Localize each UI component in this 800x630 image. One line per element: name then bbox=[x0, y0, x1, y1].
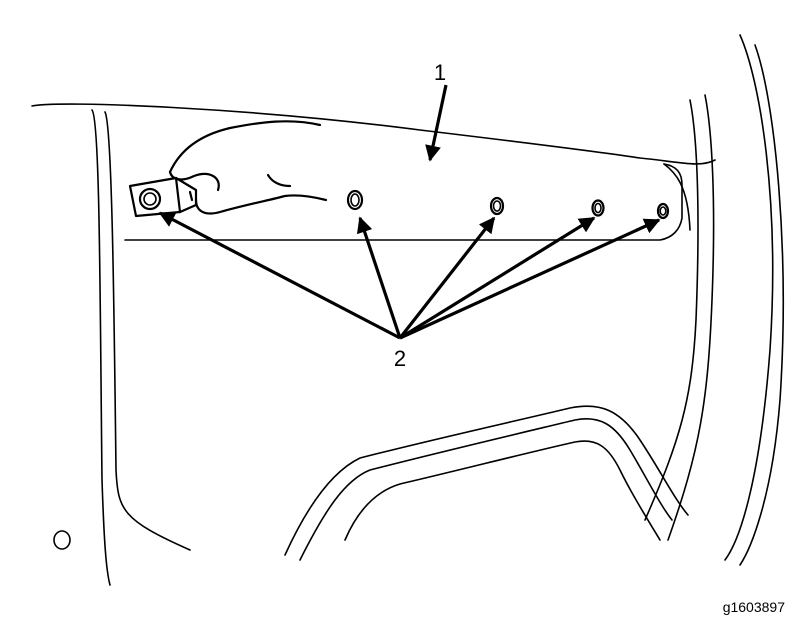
fastener-hole bbox=[591, 199, 605, 217]
callout-1-arrow bbox=[425, 84, 448, 162]
callout-2-arrows bbox=[158, 211, 661, 340]
fastener-holes bbox=[346, 189, 670, 220]
fastener-hole bbox=[346, 189, 364, 211]
trim-panel bbox=[124, 163, 691, 241]
callout-2-label: 2 bbox=[394, 346, 406, 371]
door-drain-hole bbox=[53, 530, 71, 550]
figure-id: g1603897 bbox=[723, 599, 786, 615]
trim-clip-tool bbox=[128, 176, 198, 218]
door-frame bbox=[31, 34, 784, 586]
callout-1-label: 1 bbox=[434, 60, 446, 85]
hand-icon bbox=[168, 120, 328, 215]
fastener-hole bbox=[656, 202, 670, 220]
fastener-hole bbox=[489, 196, 505, 216]
lower-door-contour bbox=[284, 405, 689, 561]
